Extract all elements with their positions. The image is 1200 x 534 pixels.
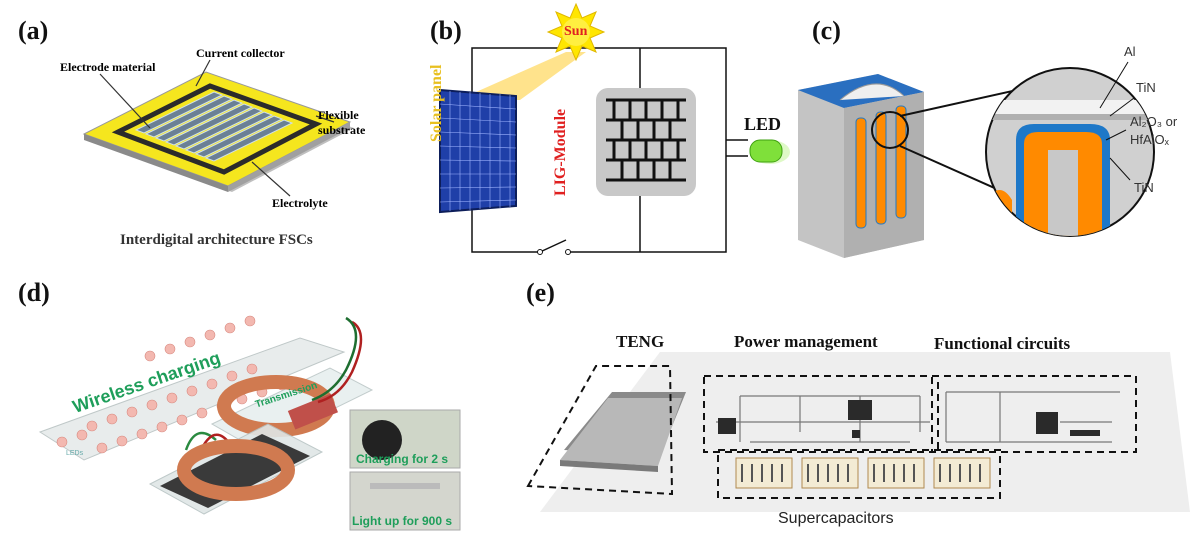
panel-b: (b) — [400, 0, 800, 260]
panel-e: (e) — [500, 272, 1200, 534]
panel-e-label: (e) — [526, 278, 555, 307]
panel-a-caption: Interdigital architecture FSCs — [120, 232, 313, 248]
sun-icon — [546, 2, 606, 62]
panel-b-label: (b) — [430, 16, 462, 45]
sun-label: Sun — [564, 24, 588, 39]
leds-label: LEDs — [66, 450, 84, 457]
solar-circuit-diagram — [439, 2, 790, 256]
functional-circuits-label: Functional circuits — [934, 334, 1071, 353]
panel-a: (a) Electrode material Current collector… — [0, 0, 400, 260]
charging-caption: Charging for 2 s — [356, 452, 449, 466]
lig-module-label: LIG-Module — [552, 108, 569, 196]
fsc-diagram — [82, 59, 354, 197]
electrode-material-label: Electrode material — [60, 60, 156, 74]
oxide-label-line2: HfAlOₓ — [1130, 132, 1169, 147]
panel-c: (c) Al TiN Al₂O₃ or — [780, 0, 1200, 270]
power-management-label: Power management — [734, 332, 878, 351]
solar-panel-icon — [439, 88, 517, 214]
lig-module-icon — [596, 88, 696, 196]
current-collector-label: Current collector — [196, 46, 285, 60]
panel-d-label: (d) — [18, 278, 50, 307]
oxide-label-line1: Al₂O₃ or — [1130, 114, 1178, 129]
flexible-substrate-label: Flexible substrate — [318, 108, 366, 137]
panel-d: (d) Wireless chargi — [0, 272, 470, 534]
solar-panel-label: Solar panel — [428, 64, 445, 143]
tin-bottom-label: TiN — [1134, 180, 1154, 195]
teng-system-diagram — [526, 352, 1190, 512]
electrode-fingers — [134, 91, 294, 162]
trench-capacitor-diagram — [798, 61, 1155, 258]
teng-device — [560, 392, 686, 472]
supercapacitors-label: Supercapacitors — [778, 510, 894, 527]
panel-a-label: (a) — [18, 16, 49, 45]
al-label: Al — [1124, 44, 1136, 59]
panel-c-label: (c) — [812, 16, 841, 45]
light-up-caption: Light up for 900 s — [352, 514, 453, 528]
led-icon — [749, 139, 790, 164]
led-label: LED — [744, 114, 782, 134]
wireless-charging-diagram — [38, 315, 461, 531]
electrolyte-label: Electrolyte — [272, 196, 328, 210]
teng-label: TENG — [616, 332, 665, 351]
tin-top-label: TiN — [1136, 80, 1156, 95]
